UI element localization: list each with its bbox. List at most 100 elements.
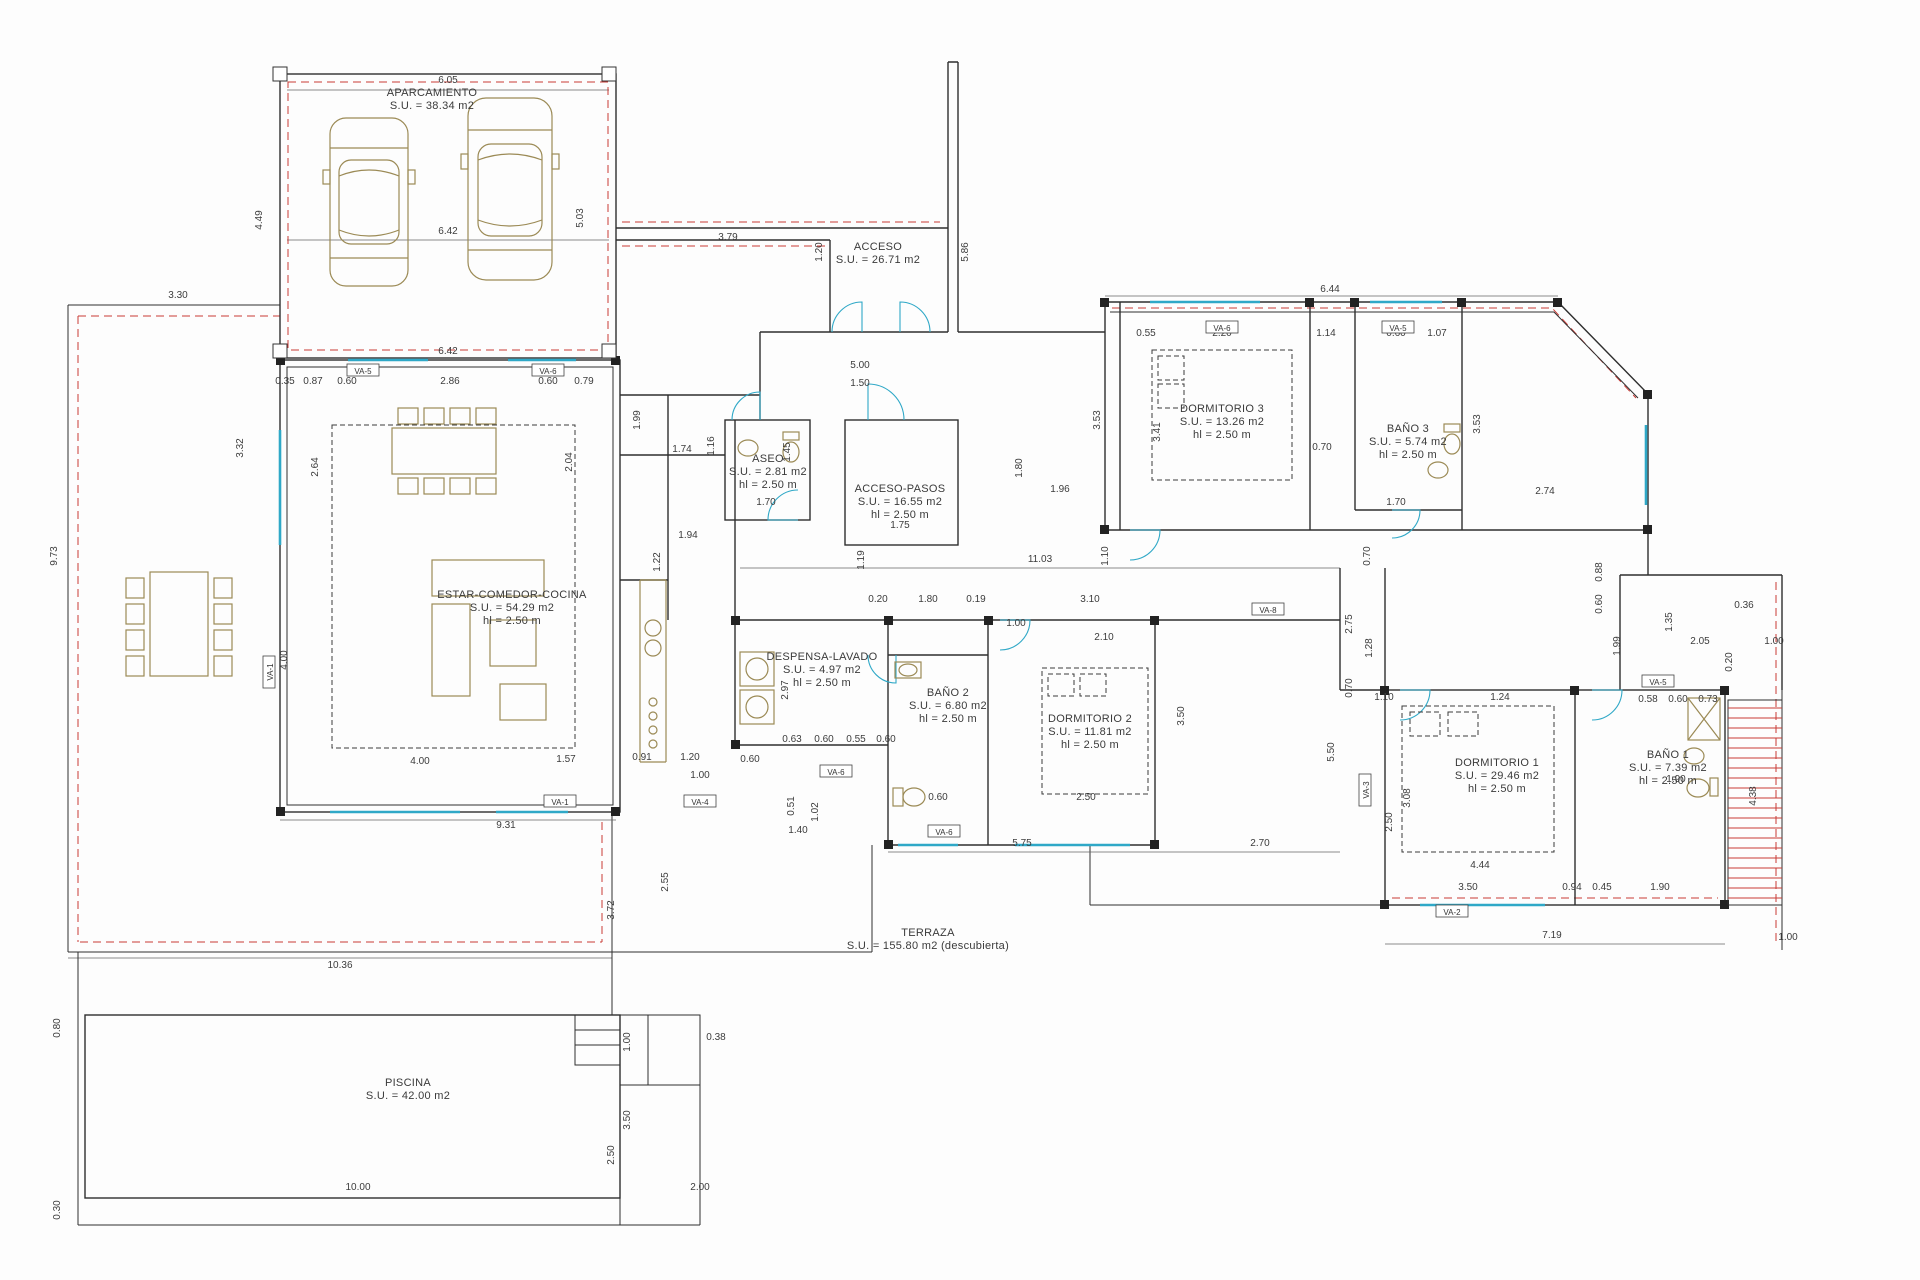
dim-label: 0.87 (303, 376, 323, 387)
dim-label: 1.70 (1386, 497, 1406, 508)
va-tag: VA-5 (1641, 674, 1675, 688)
dining-table-indoor (391, 407, 497, 495)
dim-label: 1.99 (1612, 636, 1623, 656)
walls (279, 61, 1783, 906)
dim-label: 2.74 (1535, 486, 1555, 497)
va-tag: VA-6 (927, 824, 961, 838)
dim-label: 0.63 (782, 734, 802, 745)
dim-label: 1.35 (1664, 612, 1675, 632)
dim-label: 1.90 (1650, 882, 1670, 893)
va-tag: VA-8 (1251, 602, 1285, 616)
dim-label: 0.60 (1386, 328, 1406, 339)
dim-label: 0.60 (1594, 594, 1605, 614)
dim-label: 1.19 (856, 550, 867, 570)
va-tag: VA-4 (683, 794, 717, 808)
dim-label: 2.50 (606, 1145, 617, 1165)
dim-label: 5.03 (575, 208, 586, 228)
dim-label: 5.86 (960, 242, 971, 262)
bathroom-fixtures (737, 423, 1721, 807)
dim-label: 0.79 (574, 376, 594, 387)
dim-label: 1.80 (918, 594, 938, 605)
dim-label: 1.24 (1490, 692, 1510, 703)
dim-label: 4.44 (1470, 860, 1490, 871)
dim-label: 10.36 (327, 960, 352, 971)
va-tag: VA-6 (531, 363, 565, 377)
dim-label: 2.20 (1212, 328, 1232, 339)
dim-label: 1.16 (706, 436, 717, 456)
dim-label: 2.55 (660, 872, 671, 892)
dim-label: 3.72 (606, 900, 617, 920)
dim-label: 1.00 (622, 1032, 633, 1052)
dim-label: 3.53 (1472, 414, 1483, 434)
dim-label: 1.80 (1014, 458, 1025, 478)
living-furniture-zone (331, 424, 576, 749)
car-2 (460, 97, 560, 281)
dim-label: 6.42 (438, 226, 458, 237)
svg-text:VA-6: VA-6 (539, 367, 557, 376)
dim-label: 5.50 (1326, 742, 1337, 762)
dim-label: 1.75 (890, 520, 910, 531)
dim-label: 0.36 (1734, 600, 1754, 611)
dim-label: 0.88 (1594, 562, 1605, 582)
dim-label: 5.00 (850, 360, 870, 371)
dim-label: 0.80 (52, 1018, 63, 1038)
dim-label: 0.55 (1136, 328, 1156, 339)
dim-label: 3.41 (1152, 422, 1163, 442)
dim-label: 1.57 (556, 754, 576, 765)
dim-label: 1.20 (814, 242, 825, 262)
svg-text:VA-5: VA-5 (1649, 678, 1667, 687)
dim-label: 2.75 (1344, 614, 1355, 634)
bed-dormitorio-3 (1151, 349, 1293, 481)
dim-label: 2.97 (780, 680, 791, 700)
stairs (1727, 699, 1783, 906)
dim-label: 3.08 (1402, 788, 1413, 808)
sofa-set (431, 559, 547, 721)
dim-label: 0.55 (846, 734, 866, 745)
door-arcs (731, 301, 1623, 721)
dim-label: 4.49 (254, 210, 265, 230)
dim-label: 0.60 (814, 734, 834, 745)
dim-label: 0.60 (1668, 694, 1688, 705)
dim-label: 1.74 (672, 444, 692, 455)
dim-label: 1.40 (788, 825, 808, 836)
dim-label: 9.31 (496, 820, 516, 831)
columns (272, 66, 1729, 909)
dim-label: 3.32 (235, 438, 246, 458)
svg-text:VA-5: VA-5 (1389, 324, 1407, 333)
bed-dormitorio-2 (1041, 667, 1149, 795)
svg-text:VA-6: VA-6 (935, 828, 953, 837)
dim-label: 1.00 (1778, 932, 1798, 943)
svg-text:VA-4: VA-4 (691, 798, 709, 807)
dim-label: 1.20 (680, 752, 700, 763)
dim-label: 4.00 (279, 650, 290, 670)
dim-label: 4.00 (410, 756, 430, 767)
dim-label: 0.45 (1592, 882, 1612, 893)
dim-label: 2.50 (1076, 792, 1096, 803)
dim-label: 0.94 (1562, 882, 1582, 893)
dim-label: 0.70 (1362, 546, 1373, 566)
dim-label: 3.53 (1092, 410, 1103, 430)
va-tag: VA-6 (819, 764, 853, 778)
dim-label: 5.75 (1012, 838, 1032, 849)
dim-label: 3.50 (622, 1110, 633, 1130)
svg-text:VA-1: VA-1 (551, 798, 569, 807)
beds (331, 349, 1555, 853)
dim-label: 1.99 (632, 410, 643, 430)
dim-label: 1.50 (850, 378, 870, 389)
dim-label: 6.44 (1320, 284, 1340, 295)
dim-label: 1.02 (810, 802, 821, 822)
svg-text:VA-2: VA-2 (1443, 908, 1461, 917)
dim-label: 1.45 (782, 442, 793, 462)
dim-label: 0.35 (275, 376, 295, 387)
